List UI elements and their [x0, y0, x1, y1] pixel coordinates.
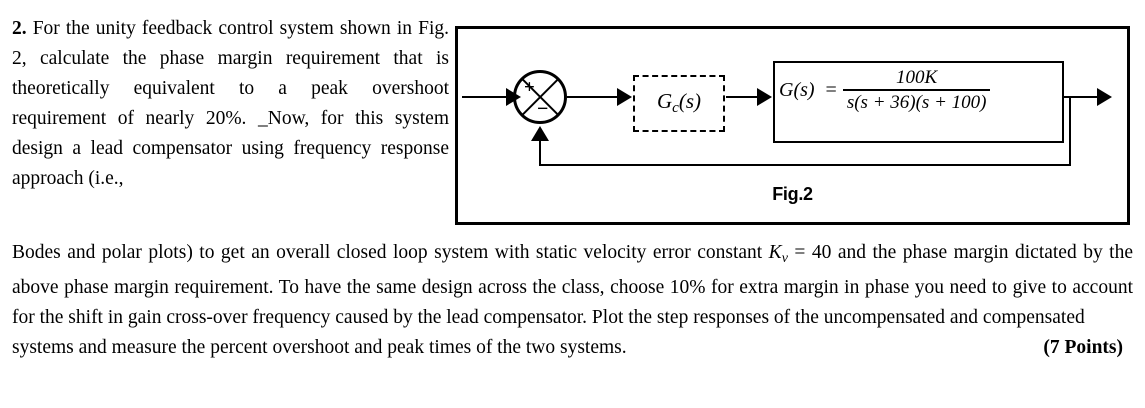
plant-lhs: G(s)	[779, 78, 815, 101]
plant-numerator: 100K	[896, 67, 938, 88]
error-signal-arrowhead	[617, 88, 632, 106]
feedback-arrowhead	[531, 126, 549, 141]
feedback-wire	[539, 164, 1071, 166]
question-intro-paragraph: 2. For the unity feedback control system…	[12, 14, 449, 194]
summing-junction-circle	[513, 70, 567, 124]
plant-transfer-function: G(s) = 100K s(s + 36)(s + 100)	[779, 67, 991, 113]
compensator-block: Gc(s)	[633, 75, 725, 132]
plant-block: G(s) = 100K s(s + 36)(s + 100)	[773, 61, 1064, 143]
continuation-text-part-1: Bodes and polar plots) to get an overall…	[12, 242, 769, 263]
output-arrowhead	[1097, 88, 1112, 106]
summing-junction-minus-sign: −	[537, 98, 549, 120]
question-final-line: systems and measure the percent overshoo…	[12, 333, 1133, 363]
points-label: (7 Points)	[1043, 336, 1123, 358]
question-intro-text: For the unity feedback control system sh…	[12, 18, 449, 189]
fraction-bar	[842, 89, 991, 91]
plant-equals-sign: =	[825, 78, 837, 101]
question-continuation-paragraph: Bodes and polar plots) to get an overall…	[12, 238, 1133, 363]
compensator-label: Gc(s)	[656, 89, 702, 117]
kv-subscript: v	[781, 249, 788, 266]
question-number: 2.	[12, 18, 27, 39]
error-signal-wire	[567, 96, 622, 98]
figure-caption: Fig.2	[772, 184, 813, 204]
input-wire	[462, 96, 516, 98]
final-line-text: systems and measure the percent overshoo…	[12, 336, 627, 358]
figure-2-container: + − Gc(s) G(s) = 100K	[455, 26, 1130, 225]
plant-denominator: s(s + 36)(s + 100)	[846, 91, 987, 113]
continuation-text-part-2: = 40 and the phase margin dictated by th…	[12, 242, 1133, 328]
kv-symbol: K	[768, 242, 782, 263]
block-diagram: + − Gc(s) G(s) = 100K	[458, 29, 1127, 222]
feedback-tap-wire	[1069, 96, 1071, 166]
output-wire	[1062, 96, 1102, 98]
compensator-output-wire	[726, 96, 762, 98]
plant-fraction: 100K s(s + 36)(s + 100)	[842, 67, 991, 113]
summing-junction-plus-sign: +	[524, 77, 535, 98]
summing-junction: + −	[513, 70, 567, 124]
compensator-output-arrowhead	[757, 88, 772, 106]
feedback-riser-wire	[539, 141, 541, 165]
